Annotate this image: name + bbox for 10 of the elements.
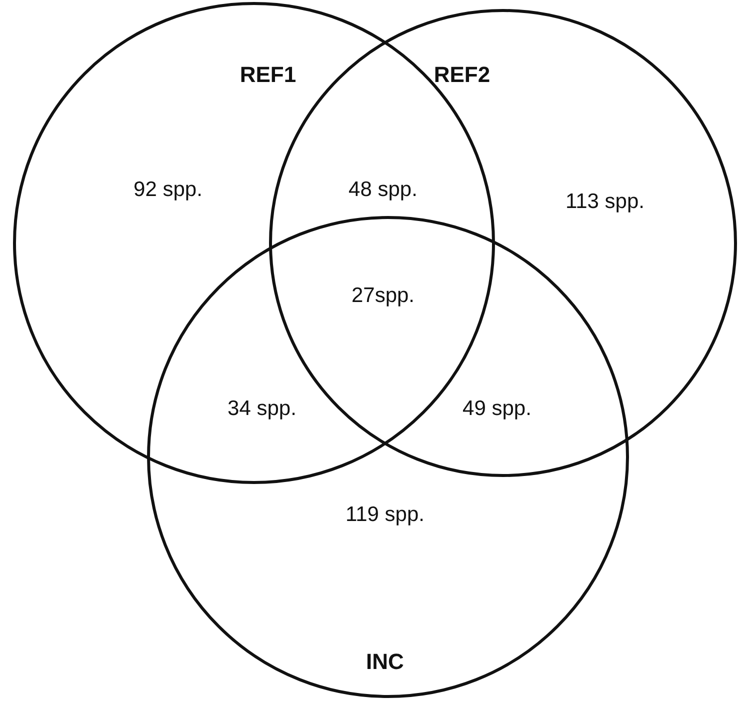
region-count: 119 spp. xyxy=(346,503,424,527)
set-label: REF1 xyxy=(240,62,296,88)
region-count: 113 spp. xyxy=(566,190,644,214)
region-count: 34 spp. xyxy=(228,397,296,421)
region-count: 92 spp. xyxy=(134,178,202,202)
region-count: 48 spp. xyxy=(348,178,418,202)
region-count: 49 spp. xyxy=(462,397,532,421)
set-label: REF2 xyxy=(434,62,490,88)
region-count: 27spp. xyxy=(351,284,415,308)
set-label: INC xyxy=(366,649,404,675)
